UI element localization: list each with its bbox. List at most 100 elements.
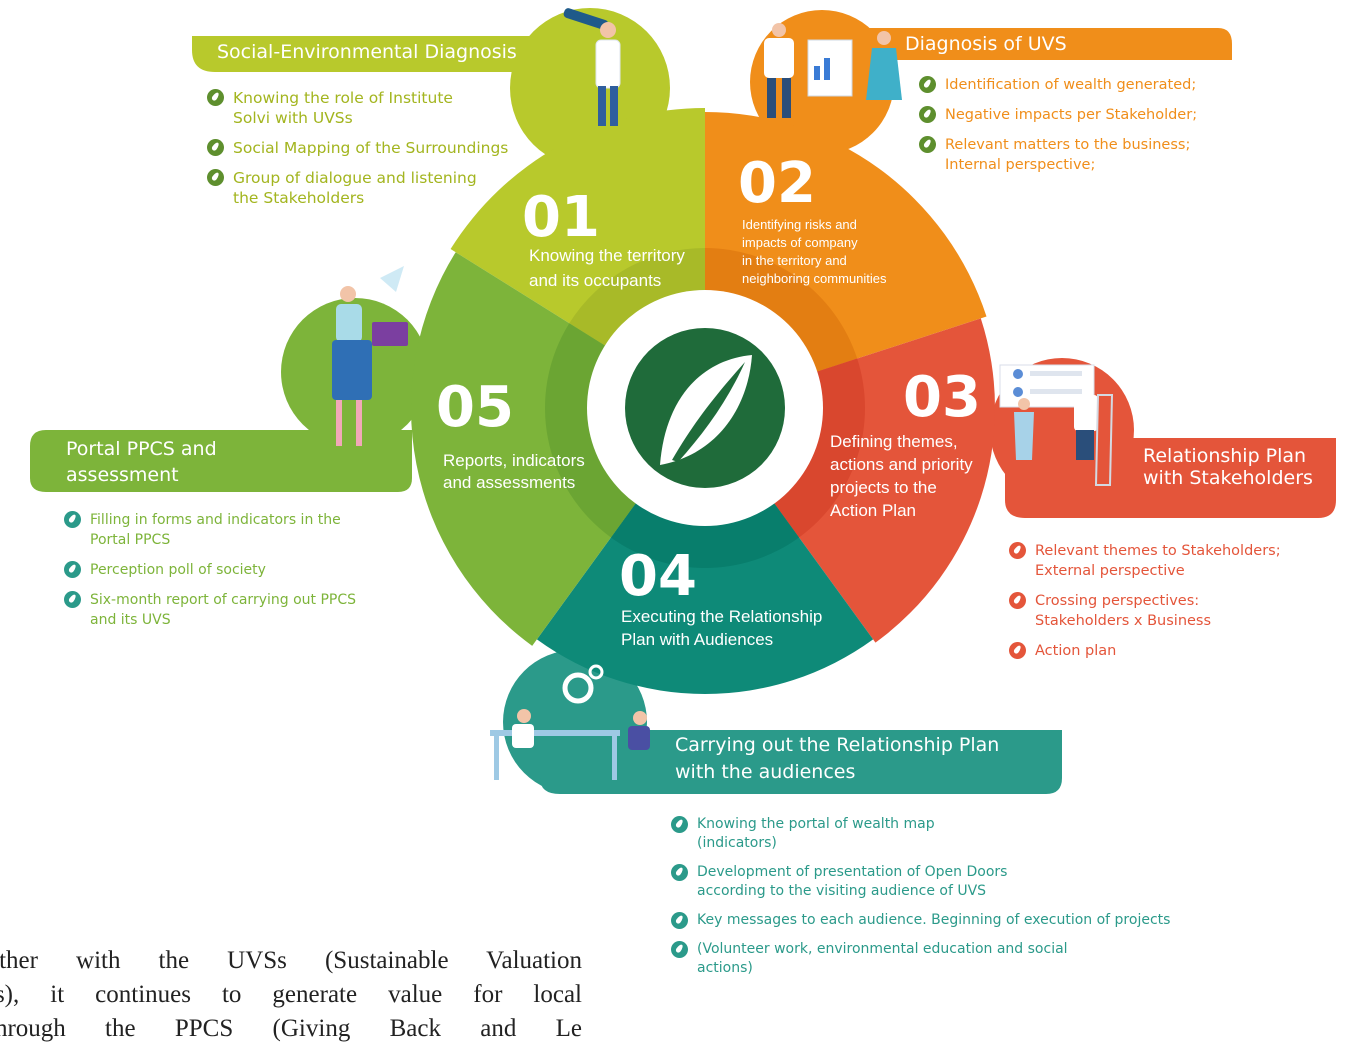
step-03-text-line: Defining themes, <box>830 432 958 451</box>
bullet-item: Knowing the portal of wealth map (indicat… <box>671 815 1170 853</box>
desk-people-icon <box>490 664 650 780</box>
presentation-people-icon <box>764 23 902 118</box>
bullet-text: Negative impacts per Stakeholder; <box>945 107 1198 123</box>
bullet-item: Group of dialogue and listening the Stake… <box>207 168 508 208</box>
banner-social-line: Social-Environmental Diagnosis <box>217 41 517 63</box>
bullet-item: Social Mapping of the Surroundings <box>207 138 508 158</box>
step-03-text-line: Action Plan <box>830 501 916 520</box>
banner-carrying-line: Carrying out the Relationship Plan <box>675 734 1000 756</box>
leaf-vein-icon <box>672 362 745 462</box>
bullet-item: Key messages to each audience. Beginning… <box>671 911 1170 930</box>
leaf-bullet-icon <box>207 139 224 156</box>
step-05-number: 05 <box>436 375 514 440</box>
step-01-number: 01 <box>522 185 600 250</box>
banner-portal-line: assessment <box>66 464 179 486</box>
banner-portal-title: Portal PPCS and assessment <box>66 436 217 488</box>
step-05-text: Reports, indicators and assessments <box>443 450 585 494</box>
step-04-text: Executing the Relationship Plan with Aud… <box>621 605 822 651</box>
bullet-item: Crossing perspectives: Stakeholders x Bus… <box>1009 591 1281 631</box>
step-02-text-line: in the territory and <box>742 253 847 268</box>
banner-relationship-line: with Stakeholders <box>1143 467 1313 489</box>
bullet-text: (Volunteer work, environmental education… <box>697 941 1068 957</box>
bullet-item: Relevant themes to Stakeholders;External… <box>1009 541 1281 581</box>
step-02-text-line: neighboring communities <box>742 271 887 286</box>
bullet-text: and its UVS <box>90 612 171 628</box>
bullet-text: Relevant matters to the business; <box>945 137 1191 153</box>
bullet-text: Stakeholders x Business <box>1035 613 1212 629</box>
bullet-text: Group of dialogue and listening <box>233 169 477 187</box>
paragraph-line: ether with the UVSs (Sustainable Valuati… <box>0 947 582 974</box>
bullet-text: the Stakeholders <box>233 189 365 207</box>
bullet-text: Development of presentation of Open Door… <box>697 864 1008 880</box>
body-paragraph: ether with the UVSs (Sustainable Valuati… <box>0 944 582 1046</box>
bullet-text: Crossing perspectives: <box>1035 593 1200 609</box>
list-relationship: Relevant themes to Stakeholders;External… <box>1009 541 1281 671</box>
step-01-text: Knowing the territory and its occupants <box>529 243 685 293</box>
leaf-bullet-icon <box>207 169 224 186</box>
bullet-text: Knowing the role of Institute <box>233 89 453 107</box>
step-01-text-line: Knowing the territory <box>529 246 685 265</box>
bullet-text: Internal perspective; <box>945 157 1096 173</box>
leaf-bullet-icon <box>671 864 688 881</box>
leaf-bullet-icon <box>919 76 936 93</box>
bullet-item: Perception poll of society <box>64 560 356 580</box>
banner-social-bg <box>192 36 580 72</box>
step-03-text-line: actions and priority <box>830 455 973 474</box>
banner-relationship-title: Relationship Plan with Stakeholders <box>1143 445 1313 489</box>
bullet-text: Action plan <box>1035 643 1117 659</box>
step-05-text-line: and assessments <box>443 473 576 492</box>
step-04-text-line: Plan with Audiences <box>621 630 774 649</box>
bullet-text: according to the visiting audience of UV… <box>697 883 987 899</box>
leaf-bullet-icon <box>671 816 688 833</box>
step-02-text-line: Identifying risks and <box>742 217 857 232</box>
leaf-bullet-icon <box>671 912 688 929</box>
segment-04 <box>536 496 874 694</box>
step-05-text-line: Reports, indicators <box>443 451 585 470</box>
banner-uvs-bg <box>800 28 1232 60</box>
leaf-bullet-icon <box>64 561 81 578</box>
leaf-bullet-icon <box>207 89 224 106</box>
step-03-text: Defining themes, actions and priority pr… <box>830 430 973 522</box>
step-04-text-line: Executing the Relationship <box>621 607 823 626</box>
bullet-item: Negative impacts per Stakeholder; <box>919 105 1197 125</box>
banner-portal-line: Portal PPCS and <box>66 438 217 460</box>
step-01-text-line: and its occupants <box>529 271 662 290</box>
bullet-text: Social Mapping of the Surroundings <box>233 139 509 157</box>
leaf-bullet-icon <box>919 106 936 123</box>
paragraph-line: ts), it continues to generate value for … <box>0 981 582 1008</box>
segment-02-inner <box>705 248 858 375</box>
bullet-item: Six-month report of carrying out PPCS and… <box>64 590 356 630</box>
bullet-item: Identification of wealth generated; <box>919 75 1197 95</box>
step-03-number: 03 <box>903 365 981 430</box>
banner-carrying-title: Carrying out the Relationship Plan with … <box>675 732 999 786</box>
segment-01-inner <box>569 248 705 350</box>
list-carrying: Knowing the portal of wealth map (indicat… <box>671 815 1170 988</box>
laptop-person-icon <box>332 266 408 446</box>
banner-social-title: Social-Environmental Diagnosis <box>217 40 517 64</box>
step-02-text-line: impacts of company <box>742 235 858 250</box>
bullet-text: Relevant themes to Stakeholders; <box>1035 543 1281 559</box>
banner-portal-bg <box>30 430 412 492</box>
bullet-item: (Volunteer work, environmental education… <box>671 940 1170 978</box>
step-03-text-line: projects to the <box>830 478 937 497</box>
leaf-bullet-icon <box>1009 642 1026 659</box>
leaf-bullet-icon <box>919 136 936 153</box>
bullet-text: actions) <box>697 960 753 976</box>
leaf-bullet-icon <box>1009 592 1026 609</box>
banner-uvs-title: Diagnosis of UVS <box>905 32 1067 56</box>
bullet-text: (indicators) <box>697 835 777 851</box>
bullet-item: Relevant matters to the business; Interna… <box>919 135 1197 175</box>
bullet-text: Six-month report of carrying out PPCS <box>90 592 357 608</box>
bullet-text: Portal PPCS <box>90 532 171 548</box>
step-02-text: Identifying risks and impacts of company… <box>742 216 887 288</box>
banner-uvs-line: Diagnosis of UVS <box>905 33 1067 55</box>
bullet-text: Knowing the portal of wealth map <box>697 816 935 832</box>
paragraph-line: through the PPCS (Giving Back and Le <box>0 1015 582 1042</box>
banner-carrying-bg <box>540 730 1062 794</box>
leaf-bullet-icon <box>1009 542 1026 559</box>
board-people-icon <box>999 364 1114 486</box>
leaf-bullet-icon <box>671 941 688 958</box>
